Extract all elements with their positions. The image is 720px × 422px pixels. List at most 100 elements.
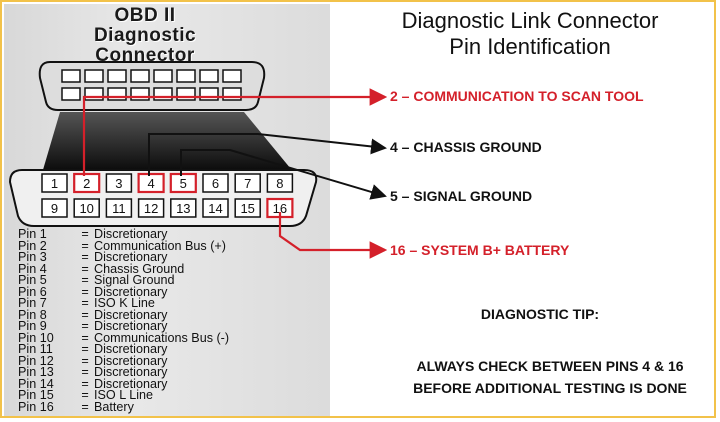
pin-list-row: Pin 8=Discretionary bbox=[18, 307, 348, 322]
pin-list-description: Discretionary bbox=[94, 319, 168, 333]
tip-line-1: ALWAYS CHECK BETWEEN PINS 4 & 16 bbox=[416, 358, 684, 374]
pin-13-label: 13 bbox=[176, 201, 190, 216]
pin-15-label: 15 bbox=[240, 201, 254, 216]
pin-list-pin: Pin 16 bbox=[18, 399, 54, 414]
pin-list-pin: Pin 5 bbox=[18, 273, 47, 287]
pin-list-row: Pin 1=Discretionary bbox=[18, 227, 348, 241]
pin-list-equals: = bbox=[81, 319, 89, 333]
pin-list-description: Discretionary bbox=[94, 284, 168, 299]
rear-slot bbox=[153, 69, 173, 83]
callout-pin-5: 5 – SIGNAL GROUND bbox=[390, 188, 533, 204]
pin-list-pin: Pin 12 bbox=[18, 353, 54, 368]
pin-list-equals: = bbox=[81, 296, 89, 310]
pin-list-pin: Pin 11 bbox=[18, 342, 53, 356]
pin-list-row: Pin 6 = Discretionary bbox=[18, 284, 348, 299]
pin-list-pin: Pin 3 bbox=[18, 250, 47, 264]
rear-slot bbox=[222, 69, 242, 83]
pin-list-pin: Pin 2 bbox=[18, 238, 47, 253]
pin-list-equals: = bbox=[81, 227, 89, 241]
pin-list-equals: = bbox=[81, 399, 89, 414]
pin-list-pin: Pin 7 bbox=[18, 296, 47, 310]
pin-list-equals: = bbox=[81, 353, 89, 368]
pin-list-equals: = bbox=[81, 238, 89, 253]
pin-12-label: 12 bbox=[144, 201, 158, 216]
connector-heading-line-1: OBD II bbox=[114, 5, 176, 26]
pin-10-label: 10 bbox=[79, 201, 93, 216]
connector-heading: OBD II Diagnostic Connector bbox=[30, 6, 260, 66]
pin-3-socket bbox=[105, 173, 133, 193]
pin-list-row: Pin 4=Chassis Ground bbox=[18, 261, 348, 276]
pin-2-label: 2 bbox=[83, 176, 90, 191]
pin-list-row: Pin 9=Discretionary bbox=[18, 319, 348, 333]
pin-list-row: Pin 5 = Signal Ground bbox=[18, 273, 348, 287]
pin-list-description: Discretionary bbox=[94, 353, 168, 368]
pin-list-description: Communications Bus (-) bbox=[94, 330, 230, 345]
rear-slot bbox=[61, 87, 81, 101]
page-title: Diagnostic Link Connector Pin Identifica… bbox=[350, 8, 710, 60]
pin-list-equals: = bbox=[81, 330, 89, 345]
pin-8-socket bbox=[266, 173, 294, 193]
pin-list-description: ISO K Line bbox=[94, 296, 155, 310]
tip-title: DIAGNOSTIC TIP: bbox=[480, 306, 600, 322]
pin-list-equals: = bbox=[81, 250, 89, 264]
pin-list-pin: Pin 14 bbox=[18, 376, 54, 391]
pin-list-description: Discretionary bbox=[94, 342, 168, 356]
pin-12-socket bbox=[137, 198, 165, 218]
pin-list-row: Pin 11 = Discretionary bbox=[18, 342, 348, 356]
pin-list-description: Discretionary bbox=[94, 227, 168, 241]
leader-pin-4 bbox=[148, 133, 387, 176]
pin-list-description: Discretionary bbox=[94, 250, 168, 264]
pin-list-equals: = bbox=[81, 388, 89, 402]
pin-list-pin: Pin 4 bbox=[18, 261, 47, 276]
pin-4-label: 4 bbox=[147, 176, 154, 191]
pin-list-description: Discretionary bbox=[94, 365, 168, 379]
pin-4-socket bbox=[137, 172, 165, 194]
rear-slot bbox=[107, 69, 127, 83]
rear-slot bbox=[84, 69, 104, 83]
pin-9-socket bbox=[41, 198, 68, 218]
rear-slot bbox=[61, 69, 81, 83]
leader-pin-16 bbox=[278, 212, 388, 259]
pin-list-pin: Pin 13 bbox=[18, 365, 54, 379]
pin-list-description: Communication Bus (+) bbox=[94, 238, 226, 253]
pin-11-label: 11 bbox=[112, 201, 126, 216]
callout-pin-2: 2 – COMMUNICATION TO SCAN TOOL bbox=[390, 88, 644, 104]
pin-11-socket bbox=[105, 198, 133, 218]
page-title-line-2: Pin Identification bbox=[449, 34, 611, 59]
pin-list-equals: = bbox=[81, 307, 89, 322]
pin-14-label: 14 bbox=[208, 201, 222, 216]
pin-list-equals: = bbox=[81, 273, 89, 287]
pin-1-socket bbox=[41, 173, 68, 193]
pin-16-label: 16 bbox=[273, 201, 287, 216]
pin-list-pin: Pin 6 bbox=[18, 284, 47, 299]
pin-list-row: Pin 7 = ISO K Line bbox=[18, 296, 348, 310]
pin-list-equals: = bbox=[81, 376, 89, 391]
pin-list-row: Pin 16=Battery bbox=[18, 399, 348, 414]
callout-pin-4: 4 – CHASSIS GROUND bbox=[390, 139, 542, 155]
pin-5-socket bbox=[169, 172, 197, 194]
pin-6-socket bbox=[202, 173, 229, 193]
pin-6-label: 6 bbox=[212, 176, 219, 191]
connector-heading-line-3: Connector bbox=[95, 45, 195, 66]
pin-list-equals: = bbox=[81, 284, 89, 299]
pin-list-equals: = bbox=[81, 342, 89, 356]
leader-pin-5 bbox=[180, 149, 387, 200]
pin-list-row: Pin 13 = Discretionary bbox=[18, 365, 348, 379]
pin-list-pin: Pin 10 bbox=[18, 330, 54, 345]
pin-7-socket bbox=[234, 173, 261, 193]
pin-list-description: Signal Ground bbox=[94, 273, 175, 287]
pin-list-equals: = bbox=[81, 261, 89, 276]
page-title-line-1: Diagnostic Link Connector bbox=[401, 8, 659, 33]
leader-pin-2 bbox=[82, 88, 388, 176]
pin-1-label: 1 bbox=[51, 176, 58, 191]
pin-list-description: Discretionary bbox=[94, 376, 168, 391]
pin-list-equals: = bbox=[81, 365, 89, 379]
pin-13-socket bbox=[170, 198, 197, 218]
pin-9-label: 9 bbox=[51, 201, 58, 216]
pin-list-description: Discretionary bbox=[94, 307, 168, 322]
pin-list-row: Pin 14 = Discretionary bbox=[18, 376, 348, 391]
